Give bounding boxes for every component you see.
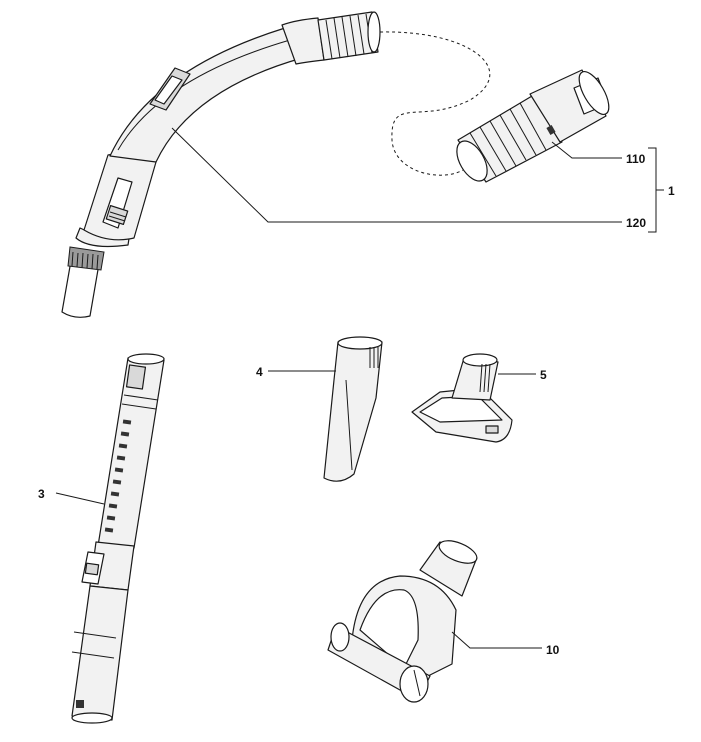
crevice-tool — [323, 336, 383, 482]
callout-120: 120 — [626, 216, 646, 230]
upholstery-tool — [411, 353, 513, 443]
callout-3: 3 — [38, 487, 45, 501]
callout-1: 1 — [668, 184, 675, 198]
leader-110 — [551, 141, 622, 159]
hose-cuff — [456, 69, 610, 183]
hose-handle — [61, 11, 381, 318]
callout-110: 110 — [626, 152, 646, 166]
turbo-brush — [327, 540, 478, 703]
leader-3 — [55, 492, 105, 505]
telescopic-wand — [71, 353, 165, 724]
hose-connection-dashed — [379, 31, 491, 176]
leader-10 — [451, 631, 542, 649]
callout-10: 10 — [546, 643, 560, 657]
callout-5: 5 — [540, 368, 547, 382]
callout-4: 4 — [256, 365, 263, 379]
group-bracket-1 — [648, 147, 657, 233]
leader-120 — [171, 127, 622, 223]
